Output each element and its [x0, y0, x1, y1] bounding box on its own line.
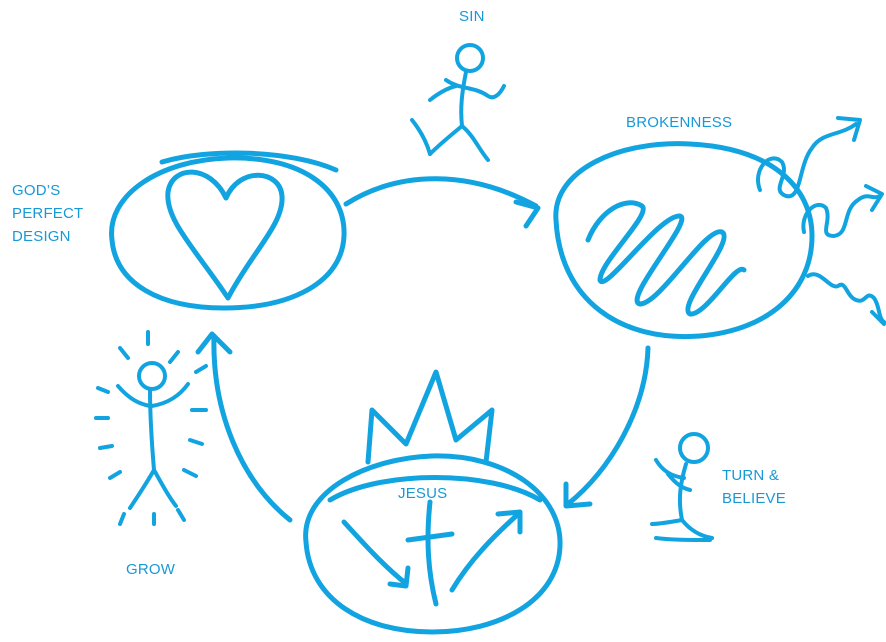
label-jesus: JESUS: [398, 485, 448, 502]
arrow-brokenness-to-jesus: [563, 345, 651, 509]
scribble-icon: [585, 200, 747, 317]
squiggle-arrow-middle: [801, 184, 884, 238]
arrow-design-to-brokenness: [343, 176, 541, 229]
label-gods-perfect-design: GOD’S PERFECT DESIGN: [12, 182, 84, 245]
label-brokenness: BROKENNESS: [626, 114, 733, 131]
kneeling-figure-icon: [650, 432, 714, 542]
crown-icon: [365, 369, 495, 465]
label-sin: SIN: [459, 8, 485, 25]
label-grow: GROW: [126, 561, 176, 578]
squiggle-arrow-bottom: [806, 272, 886, 326]
gods-design-circle: [109, 150, 347, 311]
cross-with-arrows-icon: [341, 499, 523, 607]
running-figure-icon: [410, 43, 506, 162]
label-turn-believe: TURN & BELIEVE: [722, 467, 786, 507]
brokenness-circle: [553, 141, 815, 340]
heart-icon: [165, 169, 285, 301]
radiant-figure-icon: [94, 330, 208, 526]
squiggle-arrow-top: [756, 116, 862, 199]
arrow-jesus-to-design: [195, 331, 293, 523]
jesus-circle: [303, 453, 563, 635]
